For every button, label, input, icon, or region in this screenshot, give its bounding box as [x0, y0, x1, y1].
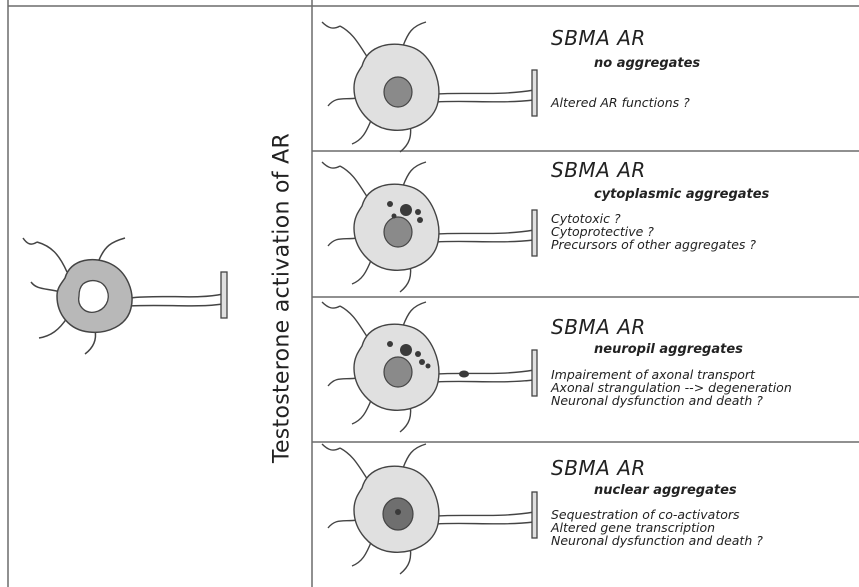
aggregate-dot	[415, 209, 421, 215]
neuron-nuclear-aggregates	[322, 444, 537, 574]
aggregate-dot	[426, 364, 431, 369]
neuron-cytoplasmic-aggregates	[322, 162, 537, 292]
aggregate-dot	[419, 359, 425, 365]
aggregate-dot	[417, 217, 423, 223]
panel-4-subtitle: nuclear aggregates	[594, 483, 737, 498]
panel-1-subtitle: no aggregates	[594, 56, 700, 71]
nuclear-aggregate	[395, 509, 401, 515]
neuron-neuropil-aggregates	[322, 302, 537, 432]
aggregate-dot	[387, 201, 393, 207]
testosterone-activation-label: Testosterone activation of AR	[270, 133, 295, 463]
description-line: Neuronal dysfunction and death ?	[551, 394, 792, 407]
aggregate-dot	[400, 204, 412, 216]
panel-4-title: SBMA AR	[551, 456, 646, 480]
neuron-no-aggregates	[322, 22, 537, 152]
description-line: Precursors of other aggregates ?	[551, 238, 756, 251]
aggregate-dot	[400, 344, 412, 356]
panel-2-subtitle: cytoplasmic aggregates	[594, 187, 769, 202]
panel-3-description: Impairement of axonal transport Axonal s…	[551, 368, 792, 407]
panel-1-title: SBMA AR	[551, 26, 646, 50]
description-line: Neuronal dysfunction and death ?	[551, 534, 763, 547]
panel-2-title: SBMA AR	[551, 158, 646, 182]
aggregate-dot	[415, 351, 421, 357]
left-neuron-illustration	[23, 238, 227, 354]
aggregate-dot	[392, 214, 397, 219]
panel-1-description: Altered AR functions ?	[551, 96, 690, 109]
panel-3-title: SBMA AR	[551, 315, 646, 339]
neuropil-aggregate	[459, 371, 469, 378]
description-line: Altered AR functions ?	[551, 96, 690, 109]
panel-3-subtitle: neuropil aggregates	[594, 342, 743, 357]
aggregate-dot	[387, 341, 393, 347]
panel-4-description: Sequestration of co-activators Altered g…	[551, 508, 763, 547]
panel-2-description: Cytotoxic ? Cytoprotective ? Precursors …	[551, 212, 756, 251]
